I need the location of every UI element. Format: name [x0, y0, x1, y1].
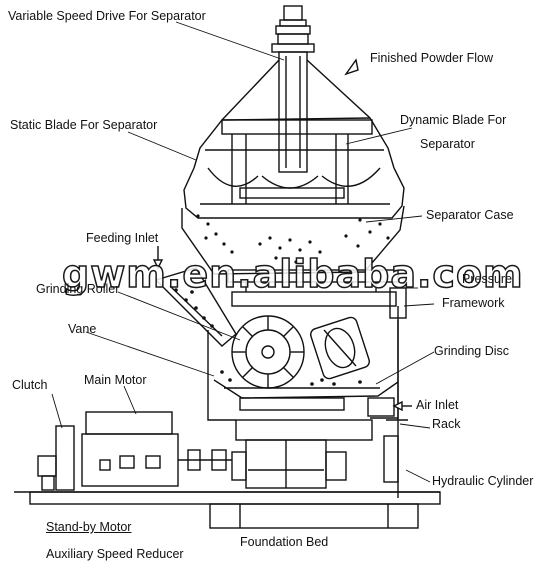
- separator-top-cone: [193, 59, 395, 204]
- label-foundation-bed: Foundation Bed: [240, 535, 329, 549]
- label-air-inlet: Air Inlet: [416, 398, 459, 412]
- label-standby-motor: Stand-by Motor: [46, 520, 132, 534]
- drive-shaft: [271, 5, 315, 173]
- label-feeding-inlet: Feeding Inlet: [86, 231, 159, 245]
- label-pressure: Pressure: [462, 272, 513, 286]
- label-finished-powder-flow: Finished Powder Flow: [370, 51, 493, 65]
- label-clutch: Clutch: [12, 378, 48, 392]
- grinding-disc-dots: [220, 370, 362, 386]
- label-main-motor: Main Motor: [84, 373, 147, 387]
- label-vane: Vane: [68, 322, 97, 336]
- main-reducer: [231, 419, 373, 489]
- separator-cage: [183, 149, 405, 219]
- separator-case-body: [181, 205, 405, 275]
- label-dynamic-blade-line1: Dynamic Blade For: [400, 113, 507, 127]
- pressure-framework: [227, 269, 407, 319]
- grinding-roller-left: [231, 315, 305, 389]
- chute-material-dots: [174, 288, 214, 328]
- finished-powder-arrow: [344, 58, 359, 76]
- rack: [383, 306, 408, 498]
- label-rack: Rack: [432, 417, 461, 431]
- main-motor-body: [81, 411, 232, 487]
- label-grinding-roller: Grinding Roller: [36, 282, 120, 296]
- label-separator-case: Separator Case: [426, 208, 514, 222]
- label-dynamic-blade-line2: Separator: [420, 137, 475, 151]
- label-hydraulic-cylinder: Hydraulic Cylinder: [432, 474, 534, 488]
- clutch-assembly: [37, 425, 75, 491]
- grinding-roller-right: [310, 316, 370, 380]
- feeding-inlet-arrow: [152, 246, 164, 270]
- label-framework: Framework: [442, 296, 505, 310]
- air-inlet-arrow: [392, 400, 412, 412]
- leader-lines: [51, 21, 435, 483]
- separator-case-dots: [196, 214, 390, 264]
- label-auxiliary-speed-reducer: Auxiliary Speed Reducer: [46, 547, 184, 561]
- watermark-text: gwm.en.alibaba.com: [61, 251, 524, 297]
- foundation-bed: [14, 491, 441, 529]
- air-inlet-duct: [367, 397, 395, 417]
- label-variable-speed-drive: Variable Speed Drive For Separator: [8, 9, 206, 23]
- label-grinding-disc: Grinding Disc: [434, 344, 510, 358]
- mill-housing: [207, 320, 399, 421]
- label-static-blade: Static Blade For Separator: [10, 118, 158, 132]
